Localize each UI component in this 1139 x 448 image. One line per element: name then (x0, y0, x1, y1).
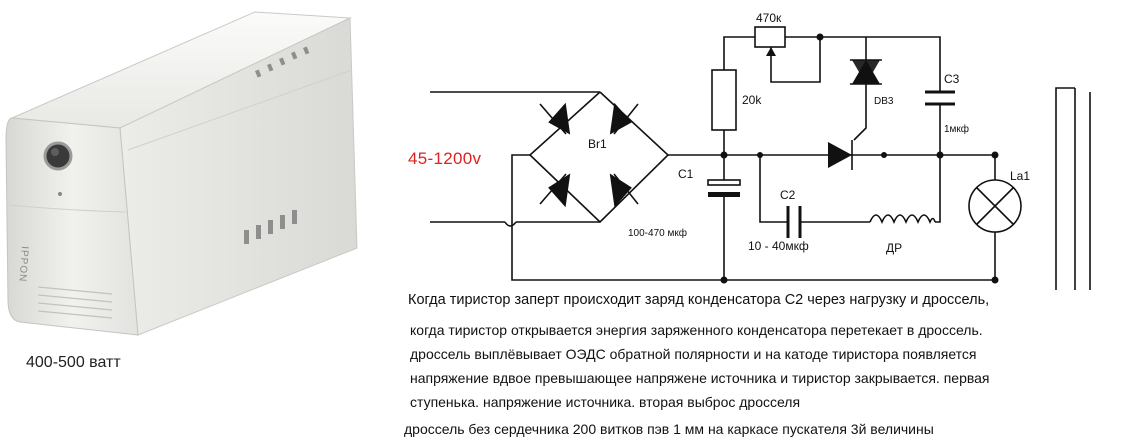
power-button (43, 141, 73, 171)
voltage-label: 45-1200v (408, 149, 482, 168)
ups-logo: IPPON (16, 246, 29, 283)
junctions (720, 33, 999, 284)
label-c2-value: 10 - 40мкф (748, 239, 809, 253)
side-top-vents (255, 46, 310, 78)
label-c2: C2 (780, 188, 796, 202)
front-grille (37, 286, 113, 319)
label-lamp: La1 (1010, 169, 1030, 183)
label-c1-value: 100-470 мкф (628, 227, 687, 239)
dinistor-db3 (850, 59, 882, 85)
label-c3: C3 (944, 72, 960, 86)
lamp-la1 (968, 179, 1022, 233)
description-line-6: дроссель без сердечника 200 витков пэв 1… (404, 421, 934, 437)
capacitor-c1 (707, 179, 741, 197)
description-line-3: дроссель выплёвывает ОЭДС обратной поляр… (410, 346, 977, 362)
description-line-5: ступенька. напряжение источника. вторая … (410, 394, 801, 410)
choke-coil (869, 214, 936, 225)
led-indicator (58, 192, 62, 196)
ups-illustration: IPPON (5, 11, 358, 336)
label-pot: 470к (756, 11, 782, 25)
label-dinistor: DB3 (874, 96, 894, 107)
capacitor-c3 (925, 90, 955, 106)
resistor-20k (711, 69, 737, 131)
thyristor (828, 140, 853, 170)
ups-front-face (5, 117, 139, 336)
description-line-2: когда тиристор открывается энергия заряж… (410, 322, 983, 338)
label-choke: ДР (886, 241, 902, 255)
label-c3-value: 1мкф (944, 123, 969, 135)
ups-caption: 400-500 ватт (26, 354, 121, 371)
bridge-rectifier (528, 91, 670, 224)
label-bridge: Br1 (588, 137, 607, 151)
description-line-1: Когда тиристор заперт происходит заряд к… (408, 292, 990, 308)
side-bottom-vents (244, 210, 297, 244)
label-c1: C1 (678, 167, 694, 181)
label-resistor: 20k (742, 93, 762, 107)
potentiometer (754, 26, 786, 56)
description-line-4: напряжение вдвое превышающее напряжене и… (410, 370, 990, 386)
capacitor-c2 (786, 206, 802, 238)
